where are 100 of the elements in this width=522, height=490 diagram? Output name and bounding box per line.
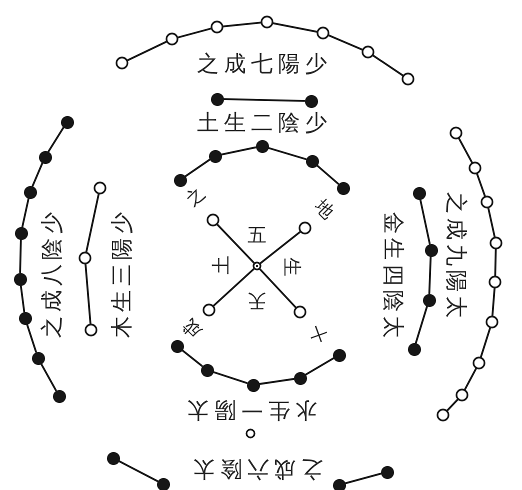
group-label: 土生二陰少 <box>196 113 332 135</box>
hollow-dot <box>361 45 375 59</box>
connecting-line <box>40 362 57 392</box>
connecting-line <box>212 371 248 384</box>
connecting-line <box>267 146 307 160</box>
connecting-line <box>494 248 497 277</box>
character-label: 土 <box>212 256 232 274</box>
solid-dot <box>60 114 74 130</box>
connecting-line <box>21 197 30 228</box>
connecting-line <box>85 192 100 254</box>
connecting-line <box>446 398 459 412</box>
character-label: 天 <box>248 290 266 310</box>
connecting-line <box>26 323 37 353</box>
solid-dot <box>246 378 260 392</box>
hollow-dot <box>115 56 129 70</box>
group-label: 之成六陰太 <box>188 457 324 479</box>
solid-dot <box>380 464 394 480</box>
connecting-line <box>491 287 496 317</box>
hollow-dot <box>401 72 415 86</box>
connecting-line <box>458 137 474 164</box>
connecting-line <box>212 268 256 307</box>
solid-dot <box>412 186 426 200</box>
center-dot <box>252 261 262 271</box>
hollow-dot <box>206 213 220 227</box>
solid-dot <box>422 292 436 308</box>
character-label: 地 <box>311 197 337 223</box>
hollow-dot <box>293 305 307 319</box>
connecting-line <box>84 263 92 325</box>
connecting-line <box>328 34 364 51</box>
character-label: 成 <box>180 315 206 341</box>
hollow-dot <box>488 275 502 289</box>
hollow-dot <box>298 221 312 235</box>
connecting-line <box>372 54 404 77</box>
hollow-dot <box>455 388 469 402</box>
connecting-line <box>20 284 26 313</box>
solid-dot <box>12 272 28 286</box>
solid-dot <box>38 150 52 164</box>
solid-dot <box>304 94 318 108</box>
group-label: 水生一陽太 <box>182 398 318 420</box>
connecting-line <box>32 162 44 187</box>
connecting-line <box>184 158 211 178</box>
connecting-line <box>316 164 340 185</box>
solid-dot <box>18 310 32 326</box>
solid-dot <box>292 370 308 386</box>
hollow-dot <box>165 32 179 46</box>
hollow-dot <box>436 408 450 422</box>
hollow-dot <box>244 428 256 438</box>
hollow-dot <box>485 315 499 329</box>
connecting-line <box>476 172 486 198</box>
connecting-line <box>126 40 168 62</box>
hollow-dot <box>260 15 274 29</box>
connecting-line <box>181 349 203 367</box>
solid-dot <box>424 242 438 258</box>
hollow-dot <box>316 26 330 40</box>
hollow-dot <box>210 20 224 34</box>
connecting-line <box>222 98 306 102</box>
solid-dot <box>52 388 66 404</box>
character-label: 生 <box>282 258 300 276</box>
group-label: 之成九陽太 <box>444 191 466 322</box>
character-label: 之 <box>183 184 209 210</box>
group-label: 木生三陽少 <box>112 208 134 340</box>
solid-dot <box>210 92 224 106</box>
connecting-line <box>419 198 431 245</box>
connecting-line <box>487 206 496 238</box>
connecting-line <box>304 357 334 376</box>
connecting-line <box>428 256 432 294</box>
connecting-line <box>19 238 22 274</box>
group-label: 之成八陰少 <box>42 208 64 340</box>
group-label: 之成七陽少 <box>196 54 332 76</box>
solid-dot <box>200 362 214 378</box>
solid-dot <box>170 338 184 354</box>
connecting-line <box>414 305 428 344</box>
connecting-line <box>216 223 256 264</box>
connecting-line <box>480 326 492 358</box>
solid-dot <box>406 342 422 356</box>
connecting-line <box>176 28 212 38</box>
connecting-line <box>344 472 382 484</box>
solid-dot <box>30 350 46 366</box>
hollow-dot <box>84 323 98 337</box>
connecting-line <box>258 378 295 385</box>
connecting-line <box>48 126 64 152</box>
solid-dot <box>208 148 222 164</box>
hollow-dot <box>93 181 107 195</box>
solid-dot <box>14 226 28 240</box>
connecting-line <box>259 230 302 264</box>
connecting-line <box>464 367 478 391</box>
character-label: 五 <box>248 226 266 246</box>
solid-dot <box>254 138 270 154</box>
connecting-line <box>118 460 158 482</box>
solid-dot <box>172 172 188 188</box>
hollow-dot <box>202 303 216 317</box>
solid-dot <box>106 450 120 466</box>
hollow-dot <box>449 126 463 140</box>
group-label: 金生四陰太 <box>381 211 403 342</box>
hollow-dot <box>78 251 92 265</box>
connecting-line <box>258 268 297 309</box>
connecting-line <box>222 22 262 28</box>
solid-dot <box>22 184 38 200</box>
character-label: 十 <box>306 321 330 345</box>
solid-dot <box>332 348 346 362</box>
